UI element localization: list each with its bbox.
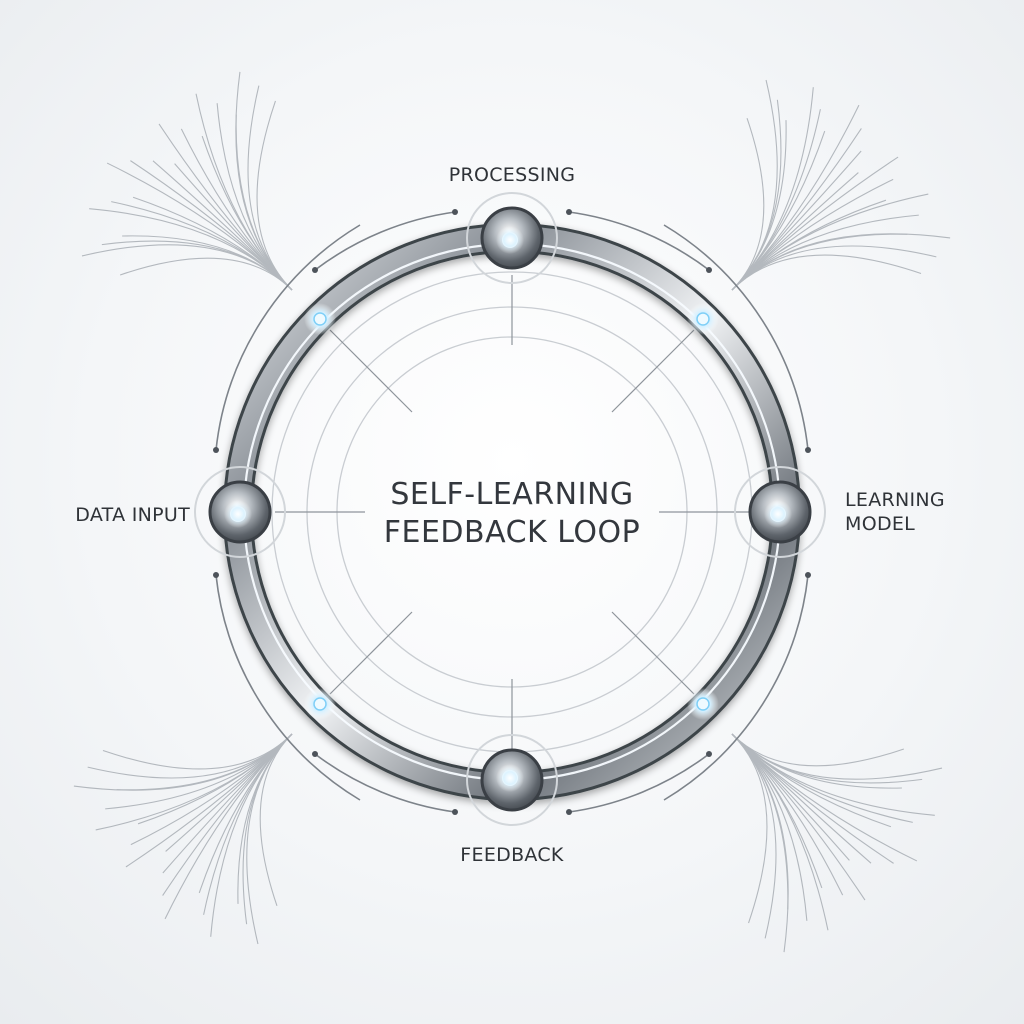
node-data-input-orb bbox=[194, 466, 286, 558]
diagram-title: SELF-LEARNING FEEDBACK LOOP bbox=[312, 476, 712, 552]
fiber-strand bbox=[259, 733, 293, 907]
node-learning-model-orb bbox=[734, 466, 826, 558]
fiber-strand bbox=[731, 193, 929, 291]
title-line-1: SELF-LEARNING bbox=[390, 477, 634, 512]
fiber-strand bbox=[731, 254, 922, 291]
arc-end-dots bbox=[213, 209, 811, 815]
fiber-strand bbox=[256, 100, 293, 291]
fiber-strand bbox=[731, 130, 826, 291]
node-feedback-orb bbox=[466, 734, 558, 826]
decorative-fibers bbox=[73, 71, 951, 953]
fiber-strand bbox=[198, 733, 293, 894]
title-line-2: FEEDBACK LOOP bbox=[383, 515, 641, 550]
fiber-strand bbox=[102, 733, 293, 770]
label-learning-model: LEARNING MODEL bbox=[845, 489, 945, 535]
label-feedback: FEEDBACK bbox=[460, 844, 564, 866]
glow-points bbox=[304, 303, 719, 720]
fiber-strand bbox=[132, 196, 293, 291]
fiber-strand bbox=[731, 733, 905, 767]
fiber-strand bbox=[731, 117, 765, 291]
fiber-strand bbox=[95, 733, 293, 831]
fiber-strand bbox=[195, 93, 293, 291]
label-data-input: DATA INPUT bbox=[75, 504, 190, 526]
fiber-strand bbox=[119, 257, 293, 291]
outer-arcs bbox=[215, 211, 809, 813]
fiber-strand bbox=[731, 733, 892, 828]
fiber-strand bbox=[731, 733, 768, 924]
node-processing-orb bbox=[466, 192, 558, 284]
fiber-strand bbox=[731, 733, 829, 931]
label-processing: PROCESSING bbox=[448, 164, 576, 186]
